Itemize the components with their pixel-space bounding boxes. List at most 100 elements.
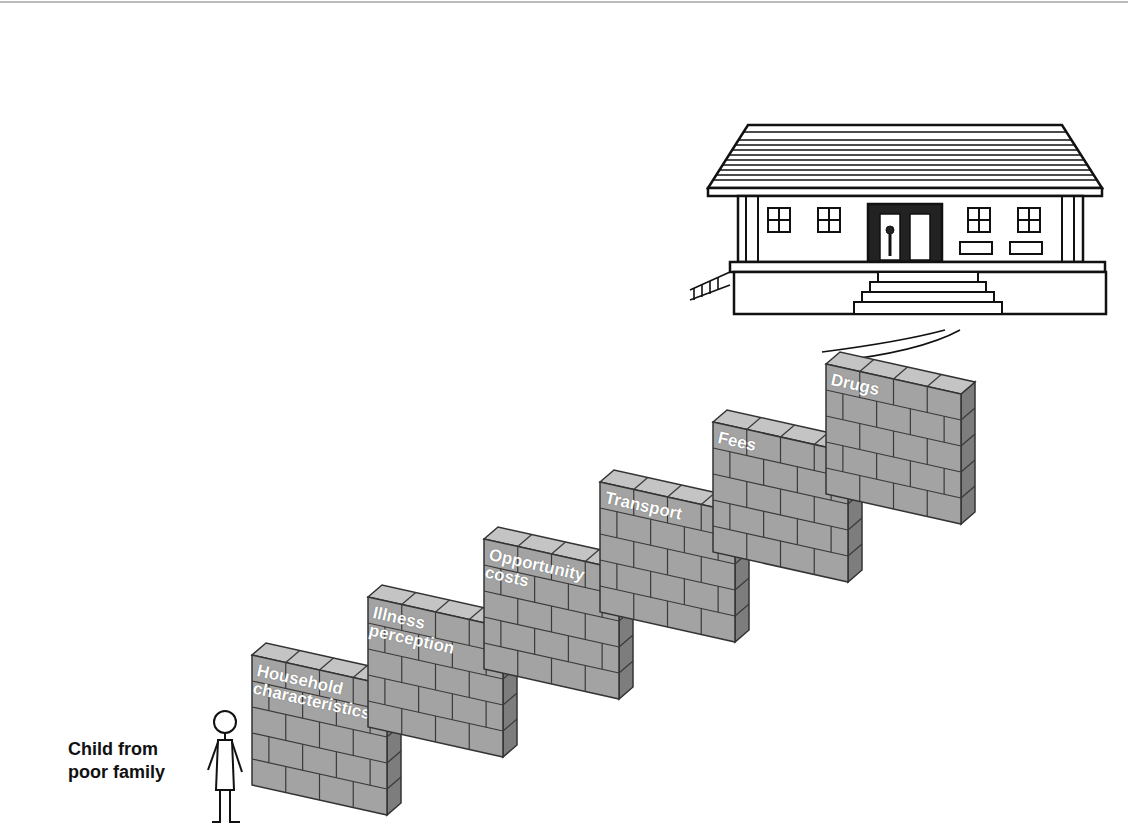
health-centre-house bbox=[690, 125, 1106, 362]
brick-line bbox=[763, 459, 764, 485]
brick-line bbox=[486, 701, 487, 727]
brick-line bbox=[401, 657, 402, 683]
brick-line bbox=[534, 628, 535, 654]
brick-line bbox=[747, 418, 761, 430]
wall-front bbox=[826, 364, 961, 524]
brick-line bbox=[684, 579, 685, 605]
brick-line bbox=[746, 534, 747, 560]
brick-line bbox=[780, 437, 781, 463]
brick-line bbox=[701, 609, 702, 635]
brick-line bbox=[353, 782, 354, 808]
brick-line bbox=[302, 744, 303, 770]
brick-line bbox=[667, 549, 668, 575]
brick-line bbox=[353, 730, 354, 756]
brick-line bbox=[633, 542, 634, 568]
brick-line bbox=[616, 564, 617, 590]
brick-line bbox=[469, 620, 470, 646]
brick-line bbox=[780, 541, 781, 567]
brick-line bbox=[633, 594, 634, 620]
brick-line bbox=[384, 679, 385, 705]
roof-stripes bbox=[713, 132, 1097, 180]
wall-side bbox=[961, 382, 975, 524]
brick-line bbox=[568, 584, 569, 610]
brick-line bbox=[684, 527, 685, 553]
brick-line bbox=[353, 666, 367, 678]
brick-line bbox=[568, 636, 569, 662]
brick-line bbox=[503, 719, 517, 731]
railing bbox=[690, 272, 730, 300]
brick-line bbox=[814, 497, 815, 523]
brick-line bbox=[401, 709, 402, 735]
brick-line bbox=[436, 600, 450, 612]
brick-line bbox=[842, 394, 843, 420]
wall-front bbox=[484, 539, 619, 699]
brick-line bbox=[585, 550, 599, 562]
veranda-floor bbox=[730, 262, 1105, 272]
brick-line bbox=[551, 606, 552, 632]
brick-line bbox=[876, 453, 877, 479]
figure-label: Child from poor family bbox=[68, 738, 180, 784]
brick-line bbox=[616, 512, 617, 538]
barrier-wall: Drugs bbox=[826, 352, 976, 527]
brick-line bbox=[469, 608, 483, 620]
brick-line bbox=[927, 375, 941, 387]
brick-line bbox=[701, 557, 702, 583]
brick-line bbox=[859, 424, 860, 450]
foundation bbox=[734, 272, 1106, 314]
brick-line bbox=[848, 518, 862, 530]
brick-line bbox=[551, 658, 552, 684]
wall-front bbox=[252, 655, 387, 815]
brick-line bbox=[452, 694, 453, 720]
brick-line bbox=[718, 586, 719, 612]
brick-line bbox=[552, 542, 566, 554]
top-rule bbox=[0, 1, 1128, 3]
brick-line bbox=[402, 593, 416, 605]
brick-line bbox=[944, 468, 945, 494]
brick-line bbox=[735, 604, 749, 616]
brick-line bbox=[517, 599, 518, 625]
brick-line bbox=[927, 491, 928, 517]
brick-line bbox=[667, 601, 668, 627]
door bbox=[868, 204, 942, 262]
brick-line bbox=[619, 635, 633, 647]
house-wall bbox=[738, 196, 1083, 262]
brick-line bbox=[842, 446, 843, 472]
brick-line bbox=[634, 478, 648, 490]
brick-line bbox=[763, 511, 764, 537]
brick-line bbox=[650, 571, 651, 597]
brick-line bbox=[860, 360, 874, 372]
brick-line bbox=[735, 578, 749, 590]
brick-line bbox=[859, 476, 860, 502]
child-figure bbox=[208, 711, 242, 822]
brick-line bbox=[336, 752, 337, 778]
brick-line bbox=[500, 621, 501, 647]
brick-line bbox=[831, 526, 832, 552]
brick-line bbox=[927, 387, 928, 413]
brick-line bbox=[814, 549, 815, 575]
brick-line bbox=[961, 408, 975, 420]
brick-line bbox=[894, 367, 908, 379]
brick-line bbox=[517, 651, 518, 677]
brick-line bbox=[285, 767, 286, 793]
brick-line bbox=[729, 504, 730, 530]
brick-line bbox=[961, 460, 975, 472]
brick-line bbox=[797, 519, 798, 545]
brick-line bbox=[320, 658, 334, 670]
brick-line bbox=[780, 489, 781, 515]
brick-line bbox=[797, 467, 798, 493]
brick-line bbox=[285, 715, 286, 741]
brick-line bbox=[503, 693, 517, 705]
brick-line bbox=[469, 672, 470, 698]
brick-line bbox=[619, 661, 633, 673]
brick-line bbox=[746, 482, 747, 508]
brick-line bbox=[961, 434, 975, 446]
columns bbox=[746, 196, 1074, 262]
brick-line bbox=[518, 535, 532, 547]
brick-line bbox=[418, 686, 419, 712]
brick-line bbox=[927, 439, 928, 465]
brick-line bbox=[961, 486, 975, 498]
brick-line bbox=[585, 614, 586, 640]
brick-line bbox=[944, 416, 945, 442]
brick-line bbox=[781, 425, 795, 437]
